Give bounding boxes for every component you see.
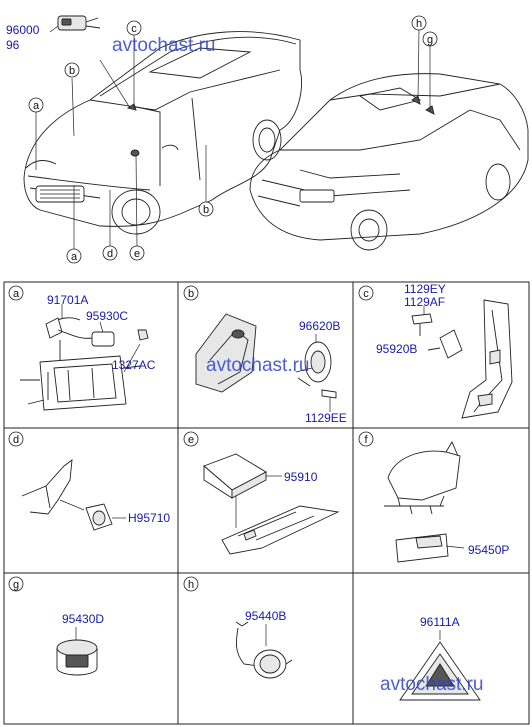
panel-h[interactable]: h 95440B — [183, 576, 293, 679]
panel-letter: g — [13, 579, 19, 591]
horn-bracket-drawing — [195, 313, 337, 412]
detail-grid — [3, 281, 530, 725]
callout-b-side[interactable]: b — [198, 201, 214, 217]
callout-label: c — [131, 23, 137, 35]
top-part-label-2[interactable]: 96 — [6, 38, 20, 52]
callout-label: b — [69, 65, 75, 77]
part-label-1129EE[interactable]: 1129EE — [305, 411, 347, 425]
part-label-95930C[interactable]: 95930C — [86, 309, 128, 323]
callout-label: d — [107, 248, 113, 260]
panel-g[interactable]: g 95430D — [8, 576, 104, 676]
callout-label: a — [71, 251, 78, 263]
car-overview: 96000 96 — [6, 15, 529, 264]
panel-d[interactable]: d H95710 — [8, 431, 170, 531]
panel-letter: c — [363, 288, 369, 300]
pillar-sensor-drawing — [411, 299, 513, 419]
part-label-H95710[interactable]: H95710 — [128, 511, 170, 525]
sensor-cylinder-drawing — [56, 627, 98, 676]
panel-f[interactable]: f 95450P — [358, 431, 509, 563]
callout-g-top[interactable]: g — [422, 31, 438, 47]
watermark-top: avtochast.ru — [112, 35, 216, 56]
part-label-95910[interactable]: 95910 — [284, 470, 318, 484]
part-label-95920B[interactable]: 95920B — [376, 342, 417, 356]
panel-letter: a — [13, 288, 20, 300]
part-label-95440B[interactable]: 95440B — [245, 609, 286, 623]
part-label-1129EY[interactable]: 1129EY — [404, 282, 446, 296]
part-label-1327AC[interactable]: 1327AC — [112, 358, 156, 372]
callout-label: b — [203, 204, 209, 216]
callout-leaders — [35, 29, 431, 250]
callout-a-bottom[interactable]: a — [66, 248, 82, 264]
panel-c[interactable]: c 1129EY 1129AF 95920B — [358, 282, 513, 419]
callout-label: g — [427, 34, 433, 46]
callout-c-top[interactable]: c — [126, 20, 142, 36]
part-label-95450P[interactable]: 95450P — [468, 543, 509, 557]
part-label-91701A[interactable]: 91701A — [47, 293, 88, 307]
watermark-bottom: avtochast.ru — [380, 674, 484, 695]
panel-letter: b — [188, 288, 194, 300]
airbag-module-drawing — [203, 453, 340, 555]
key-module-drawing — [57, 15, 101, 31]
panel-letter: d — [13, 434, 19, 446]
top-part-label-1[interactable]: 96000 — [6, 23, 40, 37]
panel-a[interactable]: a 91701A 95930C 1327AC — [8, 285, 156, 411]
callout-d-bottom[interactable]: d — [102, 245, 118, 261]
panel-letter: h — [188, 579, 194, 591]
part-label-95430D[interactable]: 95430D — [62, 612, 104, 626]
rear-car-drawing — [249, 73, 529, 251]
panel-letter: e — [188, 434, 194, 446]
impact-sensor-bracket-drawing — [21, 459, 126, 531]
panel-letter: f — [364, 434, 368, 446]
front-car-drawing — [23, 31, 303, 235]
panel-b[interactable]: b 96620B 1129EE avtochast.ru — [183, 285, 347, 425]
callout-a-top[interactable]: a — [28, 97, 44, 113]
callout-e-bottom[interactable]: e — [129, 245, 145, 261]
part-label-96620B[interactable]: 96620B — [299, 319, 340, 333]
front-radiator-frame-drawing — [20, 304, 149, 411]
seat-module-drawing — [384, 441, 465, 563]
hazard-switch-drawing — [399, 630, 481, 701]
wired-sensor-drawing — [235, 621, 293, 679]
panel-e[interactable]: e 95910 — [183, 431, 340, 555]
callout-b-top[interactable]: b — [64, 62, 80, 78]
panel-i[interactable]: 96111A avtochast.ru — [380, 615, 484, 701]
callout-label: e — [134, 248, 140, 260]
callout-label: a — [33, 100, 40, 112]
part-label-96111A[interactable]: 96111A — [420, 615, 460, 629]
callout-h-top[interactable]: h — [411, 15, 427, 31]
part-label-1129AF[interactable]: 1129AF — [404, 295, 445, 309]
watermark-panel-b: avtochast.ru — [206, 355, 310, 376]
callout-label: h — [416, 18, 422, 30]
